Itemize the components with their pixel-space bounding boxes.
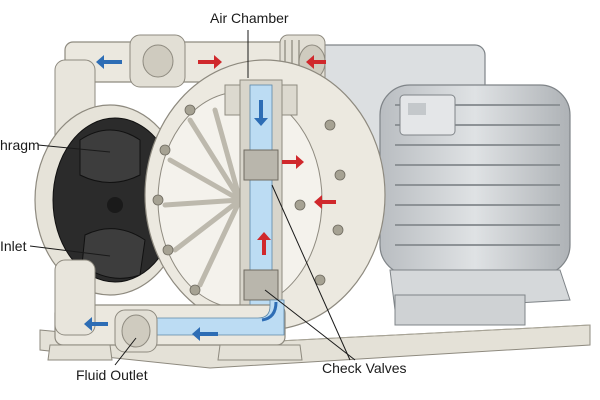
air-chamber-label: Air Chamber	[210, 10, 289, 26]
arrow-icon-blue	[261, 301, 278, 322]
electric-motor	[309, 44, 571, 326]
check-valves-label: Check Valves	[322, 360, 407, 376]
fluid-inlet-label: Inlet	[0, 238, 27, 254]
fluid-flow-arrows	[84, 55, 278, 341]
arrow-icon-red	[282, 155, 304, 169]
left-housing	[34, 104, 186, 296]
arrow-icon-blue	[96, 55, 122, 69]
diaphragm-label: hragm	[0, 137, 40, 153]
arrow-icon-blue	[254, 100, 268, 126]
arrow-icon-blue	[84, 317, 108, 331]
arrow-icon-red	[257, 232, 271, 255]
arrow-icon-blue	[192, 327, 218, 341]
arrow-icon-red	[306, 55, 326, 69]
arrow-icon-red	[198, 55, 222, 69]
arrow-icon-red	[314, 195, 336, 209]
leader-lines	[29, 30, 356, 366]
air-flow-arrows	[198, 55, 336, 255]
fluid-outlet-label: Fluid Outlet	[76, 367, 148, 383]
bottom-manifold	[47, 259, 303, 361]
